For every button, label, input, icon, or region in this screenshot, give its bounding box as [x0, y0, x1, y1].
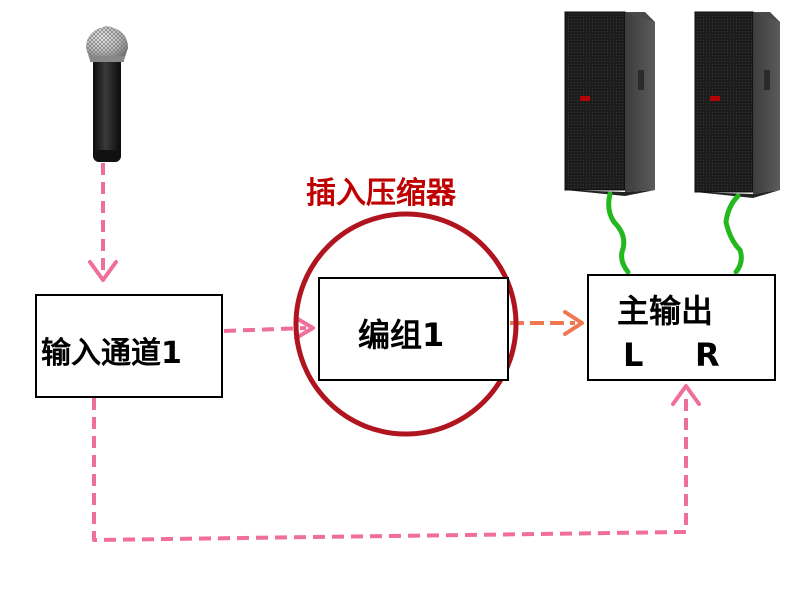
- link-input-to-group: [223, 316, 315, 340]
- group-label: 编组1: [358, 316, 445, 354]
- speaker-icon: [564, 11, 655, 196]
- link-input-to-output-direct: [92, 384, 701, 542]
- link-mic-to-input: [88, 163, 118, 282]
- microphone-icon: [86, 26, 128, 162]
- input-channel-label: 输入通道1: [41, 336, 182, 371]
- insert-highlight-circle: [293, 211, 519, 437]
- main-output-left-channel: L: [623, 336, 644, 374]
- insert-compressor-label: 插入压缩器: [306, 176, 456, 211]
- speaker-cable-left: [606, 191, 631, 275]
- main-output-box: 主输出 L R: [587, 274, 776, 381]
- speaker-icon: [694, 11, 780, 198]
- input-channel-box: 输入通道1: [35, 294, 223, 398]
- speaker-cable-right: [723, 193, 744, 275]
- main-output-label: 主输出: [617, 292, 714, 330]
- group-box: 编组1: [318, 277, 509, 381]
- main-output-right-channel: R: [695, 336, 720, 374]
- link-group-to-output: [510, 310, 584, 336]
